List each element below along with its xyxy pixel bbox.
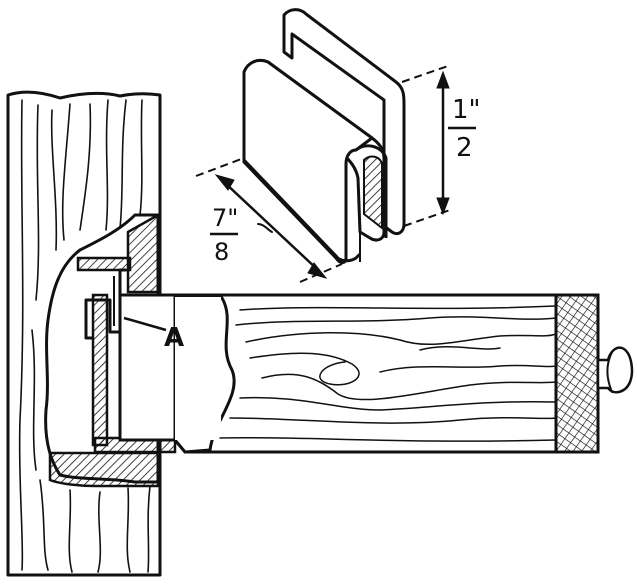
part-label-a: A: [164, 323, 184, 353]
lower-rail-section: [48, 451, 160, 488]
width-dim-numerator: 7": [212, 204, 238, 232]
height-dim-denominator: 2: [456, 133, 473, 163]
height-dim-numerator: 1": [452, 95, 481, 125]
height-dimension: [401, 65, 451, 227]
wooden-post: [6, 90, 162, 577]
upper-rail-section: [76, 212, 160, 294]
detached-clip: [242, 8, 406, 264]
metal-clip-in-place: [84, 268, 167, 340]
width-dimension: [195, 157, 343, 283]
width-dim-denominator: 8: [214, 238, 229, 266]
drawer: [91, 293, 634, 454]
